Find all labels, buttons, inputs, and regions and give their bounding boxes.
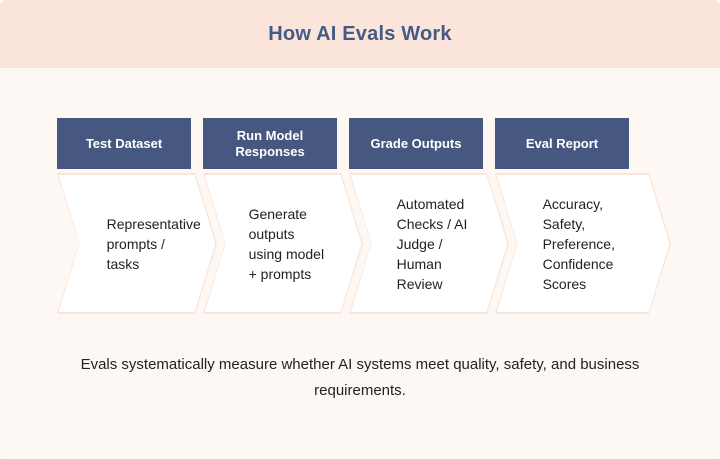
flow-stage-3[interactable]: Grade Outputs Automated Checks / AI Judg… bbox=[349, 118, 509, 314]
flow-stage-4[interactable]: Eval Report Accuracy, Safety, Preference… bbox=[495, 118, 671, 314]
stage-header-4: Eval Report bbox=[495, 118, 629, 169]
stage-header-1: Test Dataset bbox=[57, 118, 191, 169]
stage-body-1: Representative prompts / tasks bbox=[57, 173, 217, 314]
header-band bbox=[0, 0, 720, 68]
stage-body-label-4: Accuracy, Safety, Preference, Confidence… bbox=[542, 195, 615, 292]
stage-header-3: Grade Outputs bbox=[349, 118, 483, 169]
stage-body-label-3: Automated Checks / AI Judge / Human Revi… bbox=[396, 195, 468, 292]
stage-header-label-1: Test Dataset bbox=[85, 135, 163, 151]
stage-body-4: Accuracy, Safety, Preference, Confidence… bbox=[495, 173, 671, 314]
stage-header-label-4: Eval Report bbox=[525, 135, 599, 151]
stage-header-label-2: Run Model Responses bbox=[235, 127, 305, 159]
page-title: How AI Evals Work bbox=[268, 22, 452, 45]
flow-stage-2[interactable]: Run Model Responses Generate outputs usi… bbox=[203, 118, 363, 314]
flow-stage-1[interactable]: Test Dataset Representative prompts / ta… bbox=[57, 118, 217, 314]
stage-body-label-2: Generate outputs using model + prompts bbox=[248, 205, 325, 282]
stage-header-2: Run Model Responses bbox=[203, 118, 337, 169]
stage-body-fill-3: Automated Checks / AI Judge / Human Revi… bbox=[351, 175, 508, 313]
stage-body-fill-2: Generate outputs using model + prompts bbox=[205, 175, 362, 313]
stage-body-fill-1: Representative prompts / tasks bbox=[59, 175, 216, 313]
stage-body-3: Automated Checks / AI Judge / Human Revi… bbox=[349, 173, 509, 314]
process-flow: Test Dataset Representative prompts / ta… bbox=[57, 118, 671, 314]
stage-body-2: Generate outputs using model + prompts bbox=[203, 173, 363, 314]
stage-body-fill-4: Accuracy, Safety, Preference, Confidence… bbox=[497, 175, 670, 313]
stage-body-label-1: Representative prompts / tasks bbox=[106, 215, 201, 272]
caption-text: Evals systematically measure whether AI … bbox=[80, 356, 640, 399]
stage-header-label-3: Grade Outputs bbox=[370, 135, 462, 151]
